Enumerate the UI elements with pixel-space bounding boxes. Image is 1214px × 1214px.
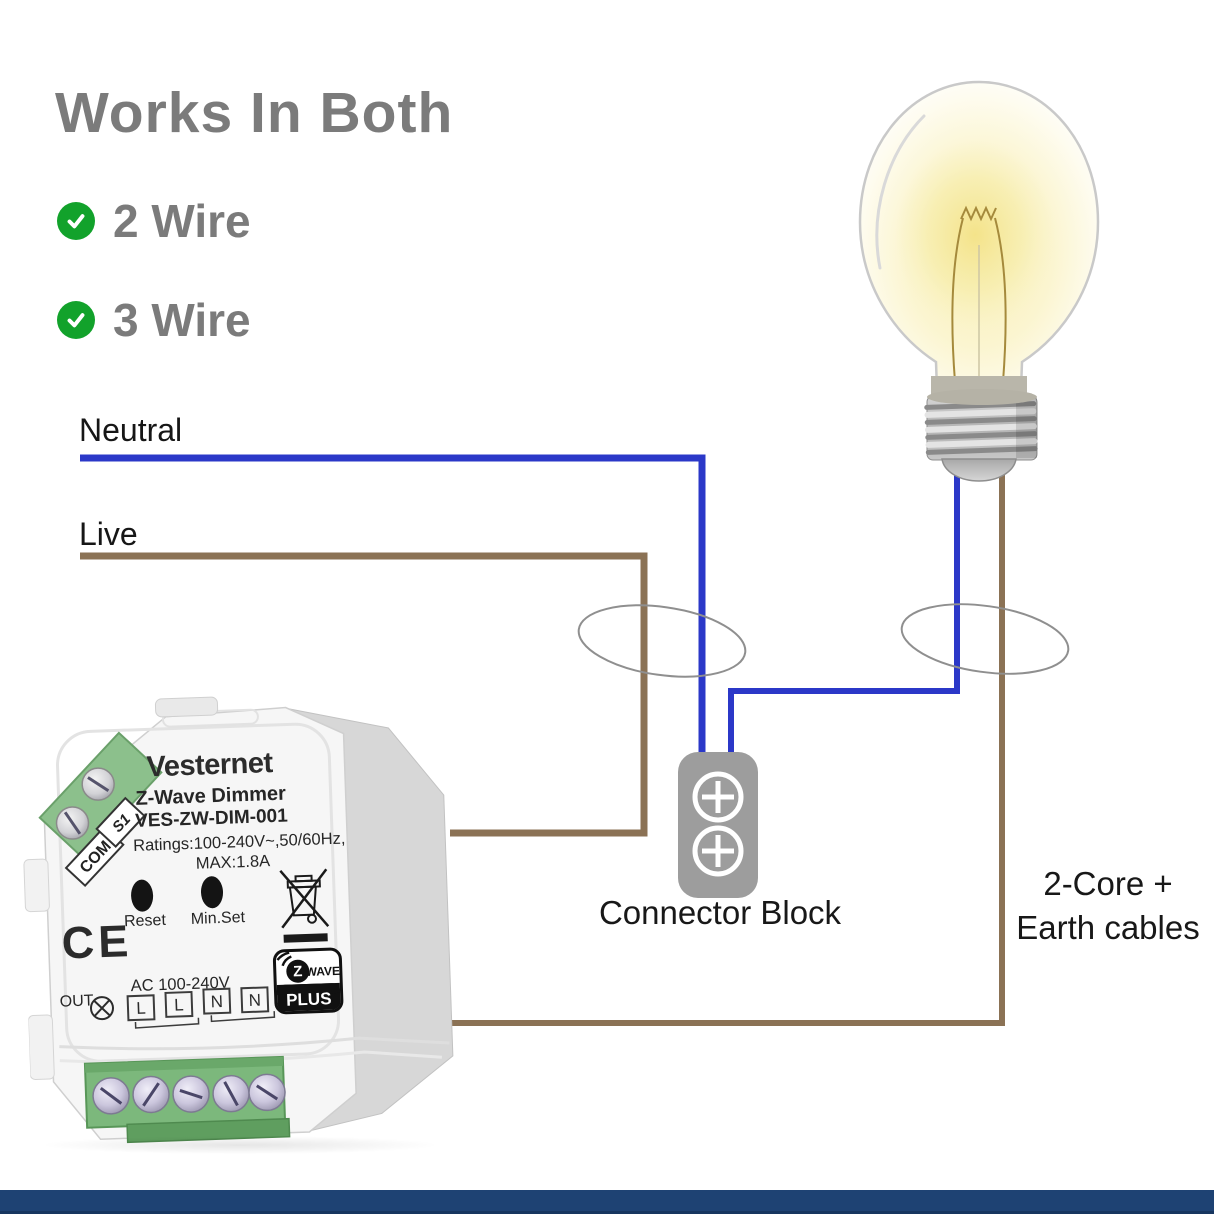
footer-bar bbox=[0, 1190, 1214, 1214]
bulb-filament bbox=[951, 205, 1007, 383]
feature-2-wire: 2 Wire bbox=[57, 194, 251, 248]
light-bulb-image bbox=[858, 80, 1100, 482]
terminal-letter: L bbox=[136, 999, 146, 1018]
neutral-wire bbox=[80, 454, 706, 756]
cable-note-line2: Earth cables bbox=[1016, 909, 1200, 946]
out-terminal-label: OUT bbox=[59, 992, 94, 1011]
checkmark-icon bbox=[57, 301, 95, 339]
minset-button bbox=[201, 876, 224, 909]
bottom-terminal-block bbox=[83, 1055, 291, 1144]
cable-note: 2-Core + Earth cables bbox=[1002, 862, 1214, 950]
terminal-letter: L bbox=[174, 995, 184, 1014]
terminal-letter: N bbox=[248, 991, 261, 1010]
dimmer-module-art: COM S1 bbox=[23, 696, 454, 1144]
zwave-wave: WAVE bbox=[305, 964, 340, 979]
zwave-z: Z bbox=[293, 963, 303, 980]
dimmer-module: COM S1 bbox=[17, 682, 478, 1157]
terminal-letter: N bbox=[210, 992, 223, 1011]
mount-tab-top bbox=[154, 696, 219, 718]
reset-button bbox=[131, 879, 154, 912]
feature-label: 2 Wire bbox=[113, 195, 251, 247]
mount-tab-left bbox=[23, 858, 50, 913]
feature-3-wire: 3 Wire bbox=[57, 293, 251, 347]
lamp-symbol-icon bbox=[89, 996, 114, 1021]
wire-terminals bbox=[126, 986, 276, 1029]
weee-bin-icon bbox=[279, 868, 330, 943]
page-title: Works In Both bbox=[55, 81, 454, 145]
connector-block-label: Connector Block bbox=[598, 894, 842, 931]
neutral-wire-label: Neutral bbox=[79, 412, 183, 448]
mount-tab-left bbox=[27, 1014, 55, 1081]
zwave-plus: PLUS bbox=[286, 989, 332, 1010]
cable-loop-left bbox=[577, 604, 747, 678]
cable-note-line1: 2-Core + bbox=[1043, 865, 1173, 902]
device-shadow bbox=[45, 1136, 435, 1154]
checkmark-icon bbox=[57, 202, 95, 240]
live-wire bbox=[80, 552, 648, 837]
connector-block bbox=[678, 752, 758, 898]
bulb-live-wire bbox=[450, 466, 1005, 1026]
feature-label: 3 Wire bbox=[113, 294, 251, 346]
cable-loop-right bbox=[900, 603, 1070, 675]
minset-button-label: Min.Set bbox=[190, 909, 246, 928]
bulb-neutral-wire bbox=[728, 466, 960, 756]
top-terminal-block: COM S1 bbox=[38, 731, 163, 888]
live-wire-label: Live bbox=[79, 516, 138, 552]
ce-mark: CE bbox=[60, 915, 134, 969]
zwave-plus-logo: Z WAVE PLUS bbox=[272, 947, 344, 1015]
